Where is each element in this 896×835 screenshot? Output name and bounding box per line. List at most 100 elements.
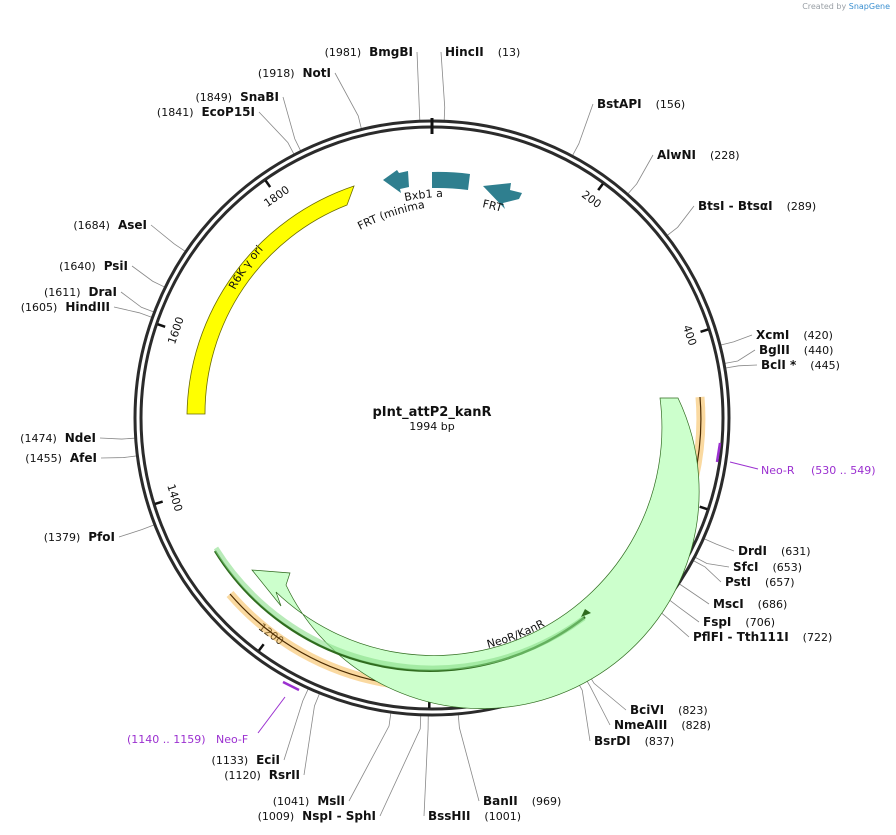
- watermark-prefix: Created by: [802, 2, 847, 11]
- enzyme-site[interactable]: PflFI - Tth111I(722): [693, 630, 832, 644]
- enzyme-site[interactable]: NotI(1918): [258, 66, 331, 80]
- enzyme-name: BtsI - BtsαI: [698, 199, 773, 213]
- enzyme-leader-line: [120, 291, 154, 313]
- enzyme-position: (1455): [25, 452, 62, 465]
- enzyme-position: (1611): [44, 286, 81, 299]
- enzyme-leader-line: [572, 103, 594, 156]
- enzyme-leader-line: [282, 96, 301, 151]
- enzyme-site[interactable]: NdeI (1474): [20, 431, 96, 445]
- tick-label: 1800: [262, 183, 292, 210]
- enzyme-name: NdeI: [65, 431, 96, 445]
- enzyme-site[interactable]: BtsI - BtsαI(289): [698, 199, 816, 213]
- enzyme-position: (828): [681, 719, 711, 732]
- enzyme-leader-line: [658, 610, 690, 638]
- enzyme-leader-line: [131, 265, 165, 288]
- enzyme-leader-line: [348, 713, 392, 802]
- snapgene-watermark: Created by SnapGene: [802, 2, 890, 11]
- enzyme-site[interactable]: MscI(686): [713, 597, 787, 611]
- enzyme-site[interactable]: BsrDI(837): [594, 734, 674, 748]
- enzyme-site[interactable]: PfoI(1379): [44, 530, 115, 544]
- watermark-brand: SnapGene: [848, 2, 890, 11]
- enzyme-name: BmgBI: [369, 45, 413, 59]
- enzyme-site[interactable]: BglII(440): [759, 343, 833, 357]
- backbone: [133, 118, 731, 717]
- enzyme-position: (653): [772, 561, 802, 574]
- enzyme-site[interactable]: BanII (969): [483, 794, 561, 808]
- enzyme-leader-line: [258, 111, 295, 155]
- enzyme-name: RsrII: [269, 768, 300, 782]
- enzyme-leader-line: [100, 455, 137, 459]
- enzyme-position: (722): [803, 631, 833, 644]
- enzyme-name: MslI: [317, 794, 345, 808]
- enzyme-site[interactable]: EcoP15I(1841): [157, 105, 255, 119]
- enzyme-site[interactable]: DrdI(631): [738, 544, 811, 558]
- enzyme-leader-line: [725, 364, 758, 369]
- enzyme-leader-line: [575, 678, 591, 742]
- enzyme-site[interactable]: BmgBI (1981): [325, 45, 413, 59]
- enzyme-site[interactable]: AseI(1684): [73, 218, 147, 232]
- enzyme-site[interactable]: PstI (657): [725, 575, 795, 589]
- enzyme-site[interactable]: BciVI(823): [630, 703, 708, 717]
- enzyme-position: (657): [765, 576, 795, 589]
- neo-r-label: Neo-R: [761, 464, 795, 477]
- enzyme-site[interactable]: FspI(706): [703, 615, 775, 629]
- tick-label: 1400: [164, 483, 185, 514]
- feature-neor-kanr[interactable]: NeoR/KanR: [213, 397, 700, 710]
- enzyme-leader-line: [118, 524, 154, 538]
- enzyme-leader-line: [113, 306, 152, 318]
- enzyme-name: SfcI: [733, 560, 758, 574]
- enzyme-leader-line: [379, 715, 422, 817]
- enzyme-position: (1474): [20, 432, 57, 445]
- enzyme-site[interactable]: DraI(1611): [44, 285, 117, 299]
- enzyme-leader-line: [457, 714, 480, 802]
- enzyme-site[interactable]: NmeAIII(828): [614, 718, 711, 732]
- enzyme-site[interactable]: EciI(1133): [212, 753, 280, 767]
- enzyme-name: PstI: [725, 575, 751, 589]
- enzyme-site[interactable]: BssHII(1001): [428, 809, 521, 823]
- enzyme-name: BssHII: [428, 809, 470, 823]
- enzyme-site[interactable]: SnaBI(1849): [196, 90, 279, 104]
- enzyme-position: (13): [498, 46, 521, 59]
- enzyme-name: AseI: [118, 218, 147, 232]
- enzyme-position: (1981): [325, 46, 362, 59]
- enzyme-leader-line: [582, 674, 611, 726]
- enzyme-position: (420): [803, 329, 833, 342]
- enzyme-site[interactable]: PsiI(1640): [59, 259, 128, 273]
- enzyme-site[interactable]: AfeI(1455): [25, 451, 97, 465]
- enzyme-leader-line: [679, 583, 710, 605]
- enzyme-name: HindIII: [65, 300, 110, 314]
- enzyme-name: NotI: [303, 66, 332, 80]
- enzyme-site[interactable]: AlwNI(228): [657, 148, 740, 162]
- enzyme-leader-line: [150, 224, 186, 252]
- neo-f-range: (1140 .. 1159): [127, 733, 206, 746]
- enzyme-site[interactable]: SfcI (653): [733, 560, 802, 574]
- feature-frt[interactable]: FRT: [481, 183, 522, 215]
- enzyme-position: (1041): [273, 795, 310, 808]
- primer-neo-r[interactable]: Neo-R (530 .. 549): [715, 442, 876, 477]
- enzyme-position: (1009): [258, 810, 295, 823]
- tick-mark: [264, 179, 272, 188]
- enzyme-position: (1133): [212, 754, 249, 767]
- enzyme-site[interactable]: MslI (1041): [273, 794, 345, 808]
- tick-label: 1600: [165, 315, 186, 346]
- enzyme-name: BciVI: [630, 703, 664, 717]
- enzyme-site[interactable]: BstAPI(156): [597, 97, 685, 111]
- enzyme-leader-line: [627, 154, 654, 194]
- enzyme-position: (1605): [21, 301, 58, 314]
- svg-text:FRT: FRT: [481, 197, 504, 215]
- enzyme-site[interactable]: BclI *(445): [761, 358, 840, 372]
- enzyme-name: BstAPI: [597, 97, 642, 111]
- enzyme-name: BanII: [483, 794, 518, 808]
- enzyme-position: (1849): [196, 91, 233, 104]
- enzyme-leader-line: [99, 437, 135, 440]
- enzyme-site[interactable]: XcmI(420): [756, 328, 833, 342]
- enzyme-site[interactable]: RsrII(1120): [224, 768, 300, 782]
- tick-label: 400: [680, 323, 699, 347]
- primer-neo-f[interactable]: (1140 .. 1159) Neo-F: [127, 680, 300, 746]
- enzyme-site[interactable]: NspI - SphI(1009): [258, 809, 376, 823]
- enzyme-site[interactable]: HindIII (1605): [21, 300, 110, 314]
- enzyme-position: (1640): [59, 260, 96, 273]
- enzyme-site[interactable]: HincII(13): [445, 45, 520, 59]
- enzyme-position: (969): [532, 795, 562, 808]
- enzyme-position: (706): [745, 616, 775, 629]
